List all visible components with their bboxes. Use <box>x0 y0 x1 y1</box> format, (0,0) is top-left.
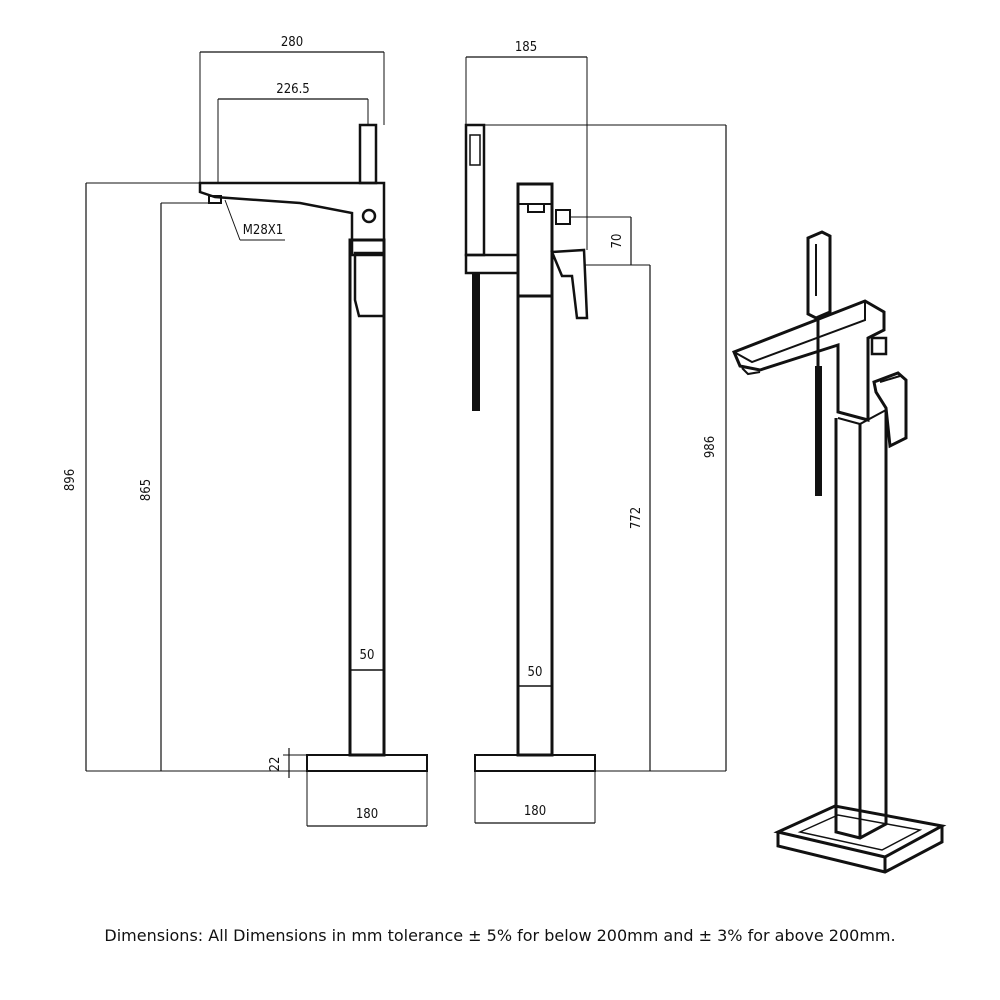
front-handshower <box>464 123 486 257</box>
side-lever <box>353 251 386 318</box>
dim-side-column-width: 50 <box>360 648 375 663</box>
dim-front-handle-offset: 70 <box>610 234 625 249</box>
front-body <box>516 182 554 298</box>
side-base <box>306 754 428 772</box>
dim-side-thread: M28X1 <box>243 223 283 238</box>
dim-side-spout-height: 865 <box>139 479 154 501</box>
dim-side-total-height: 896 <box>63 469 78 491</box>
isometric-view <box>732 230 947 874</box>
dim-front-column-width: 50 <box>528 665 543 680</box>
side-handshower <box>358 123 378 185</box>
dimensions-caption: Dimensions: All Dimensions in mm toleran… <box>104 926 896 945</box>
side-view: 280 226.5 M28X1 896 865 50 22 180 <box>63 35 428 827</box>
iso-lever <box>872 371 908 449</box>
front-lever <box>550 248 589 320</box>
dim-side-spout-reach: 226.5 <box>276 82 309 97</box>
front-hose <box>472 273 480 411</box>
dim-front-total-width: 185 <box>515 40 537 55</box>
front-view: 185 70 986 772 50 180 <box>464 40 727 824</box>
iso-spout <box>732 299 886 422</box>
side-spout <box>198 181 386 257</box>
dim-side-base-width: 180 <box>356 807 378 822</box>
dim-front-total-height: 986 <box>703 436 718 458</box>
dim-side-base-thickness: 22 <box>268 757 283 772</box>
dim-side-total-width: 280 <box>281 35 303 50</box>
dim-front-handle-height: 772 <box>629 507 644 529</box>
front-base <box>474 754 596 772</box>
dim-front-base-width: 180 <box>524 804 546 819</box>
iso-handshower <box>806 230 832 320</box>
iso-hose <box>815 366 822 496</box>
